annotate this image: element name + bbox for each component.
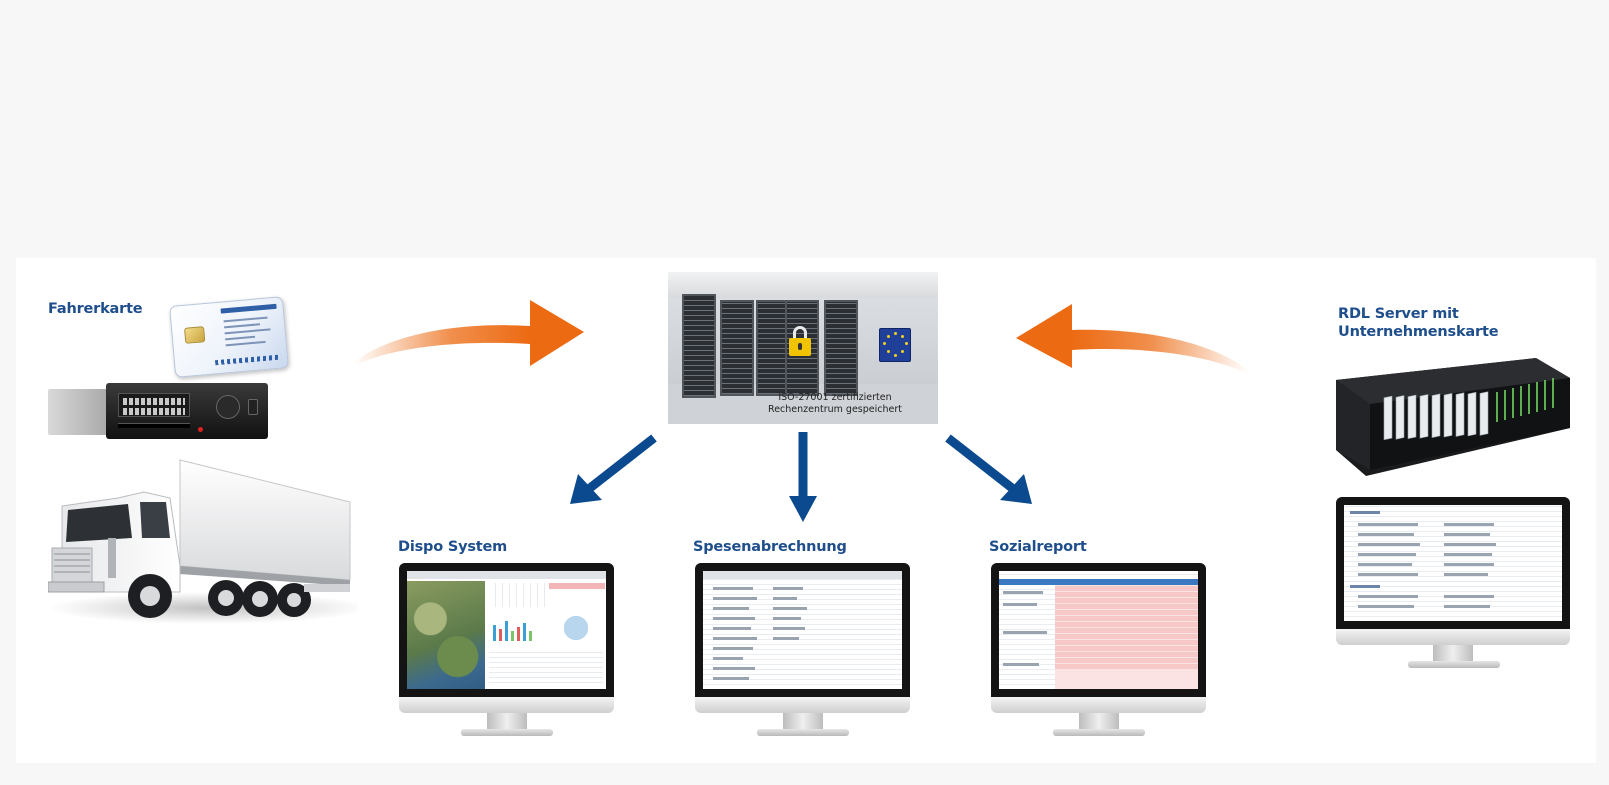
label-fahrerkarte: Fahrerkarte [48,301,143,317]
label-rdl-server: RDL Server mit Unternehmenskarte [1338,305,1499,341]
label-spesenabrechnung: Spesenabrechnung [693,539,847,555]
caption-line-2: Rechenzentrum gespeichert [768,404,902,415]
blue-arrow-left-down-icon [570,434,657,504]
monitor-sozialreport [991,563,1206,743]
blue-arrow-right-down-icon [945,434,1032,504]
label-rdl-line-1: RDL Server mit [1338,306,1459,322]
rdl-screen [1344,505,1562,621]
orange-arrow-right-icon [354,300,584,366]
blue-arrow-down-icon [789,432,817,522]
dispo-screen [407,571,606,689]
caption-line-1: ISO-27001 zertifizierten [778,392,892,403]
rack-server-icon [1336,358,1570,476]
label-dispo-system: Dispo System [398,539,508,555]
driver-card-icon [169,296,289,378]
label-sozialreport: Sozialreport [989,539,1087,555]
server-room-icon [668,272,938,424]
monitor-spesenabrechnung [695,563,910,743]
tachograph-icon [48,383,268,441]
eu-flag-icon [879,328,911,362]
monitor-dispo [399,563,614,743]
sozial-screen [999,571,1198,689]
truck-icon [48,459,358,624]
monitor-rdl-server [1336,497,1570,687]
map-thumbnail [407,581,485,689]
label-rdl-line-2: Unternehmenskarte [1338,324,1499,340]
orange-arrow-left-icon [1016,304,1248,374]
spesen-screen [703,571,902,689]
datacenter-caption: ISO-27001 zertifizierten Rechenzentrum g… [735,392,935,416]
